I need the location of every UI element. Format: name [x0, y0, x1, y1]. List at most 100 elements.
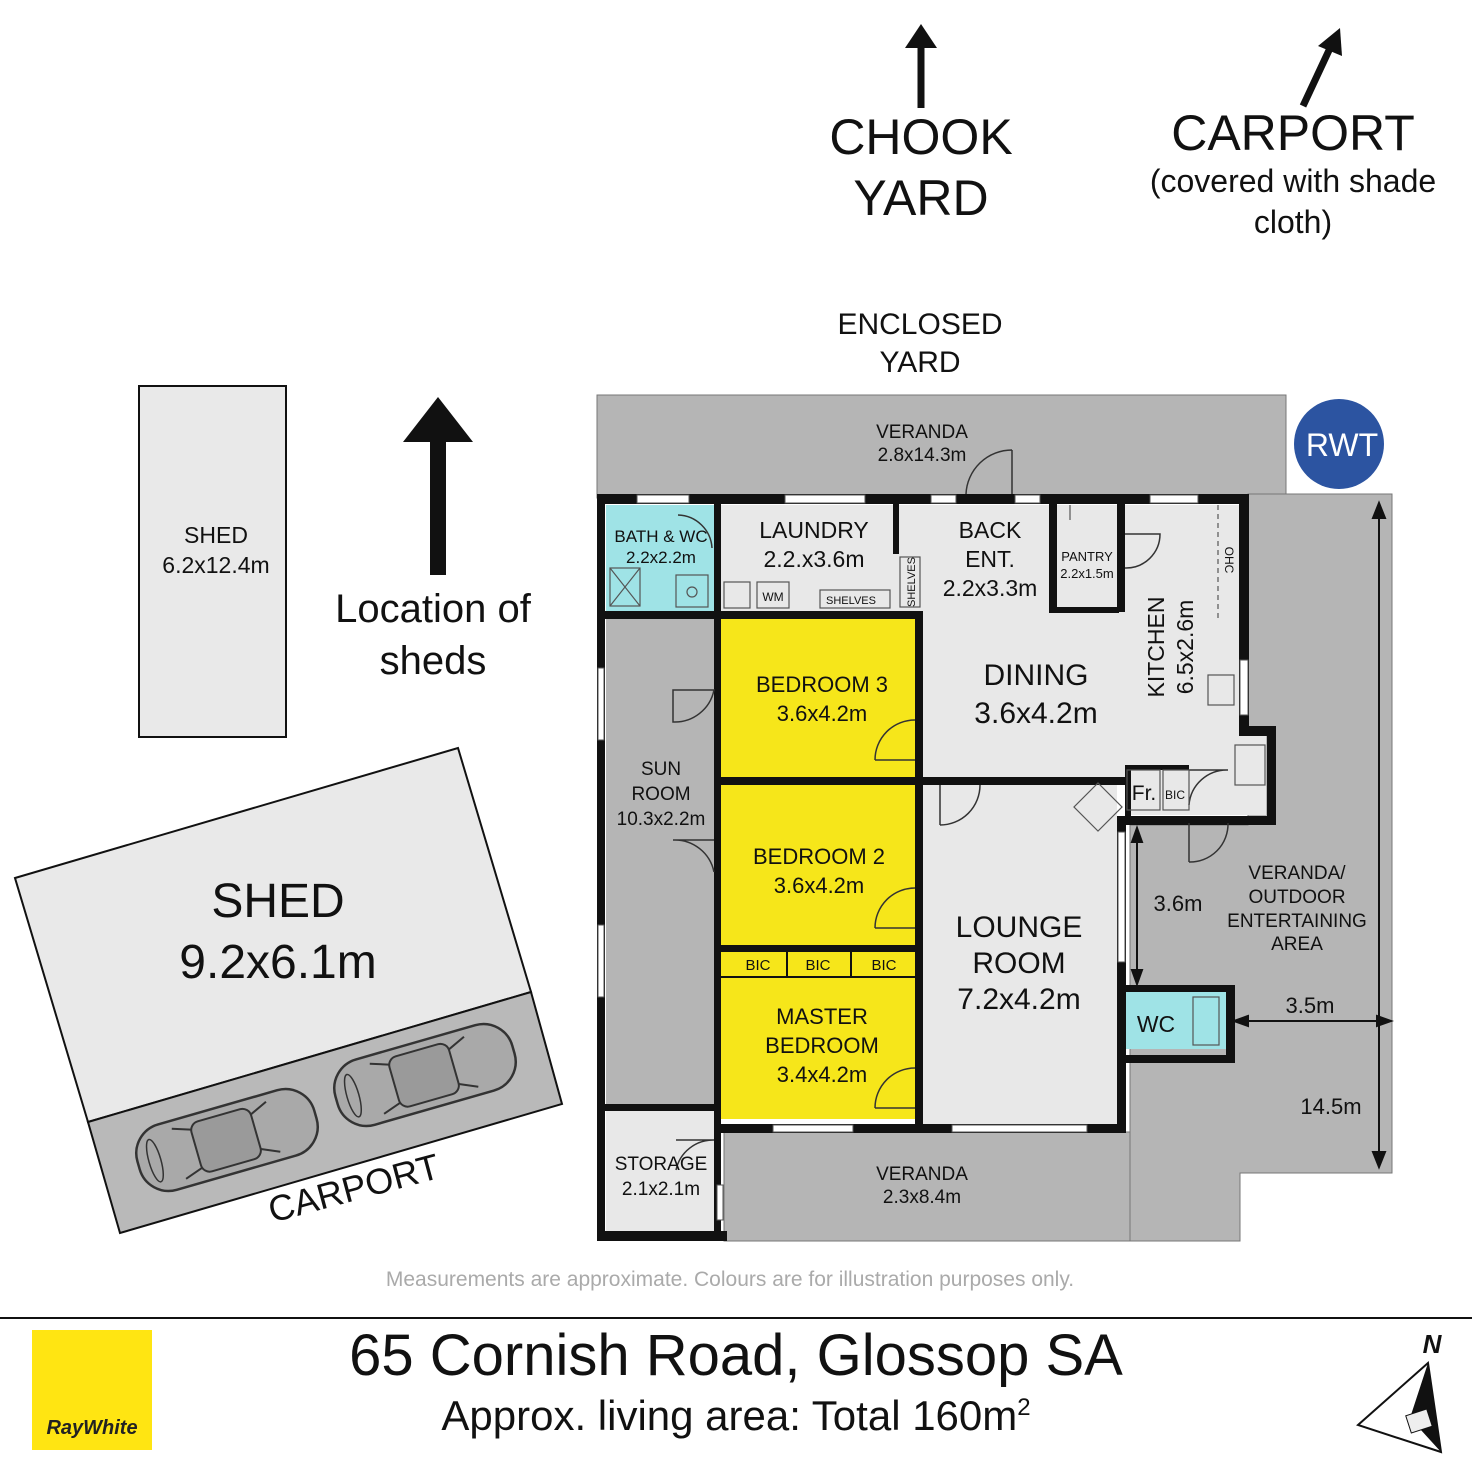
back-ent-name-2: ENT. [965, 546, 1015, 572]
bedroom-2-size: 3.6x4.2m [774, 873, 865, 898]
carport-top-label: CARPORT [1171, 105, 1415, 161]
car-1 [135, 1087, 319, 1193]
back-ent-size: 2.2x3.3m [943, 575, 1038, 601]
lounge-floor [923, 785, 1117, 1124]
carport-arrow [1299, 28, 1342, 108]
lounge-name-1: LOUNGE [956, 911, 1083, 944]
large-shed-name: SHED [211, 875, 344, 928]
kitchen-size: 6.5x2.6m [1172, 600, 1198, 695]
veranda-outdoor-line-1: VERANDA/ [1248, 863, 1346, 884]
enclosed-yard-label-2: YARD [879, 346, 960, 379]
living-area-text: Approx. living area: Total 160m [441, 1392, 1018, 1439]
fridge-label: Fr. [1132, 782, 1157, 805]
north-compass [1356, 1361, 1443, 1454]
veranda-bottom [723, 1131, 1131, 1242]
storage-floor [606, 1111, 716, 1231]
veranda-bottom-size: 2.3x8.4m [883, 1187, 961, 1208]
veranda-top [596, 394, 1287, 499]
bath-wc-name: BATH & WC [614, 527, 707, 546]
bedroom-3-name: BEDROOM 3 [756, 672, 888, 697]
shelves-label: SHELVES [826, 595, 876, 607]
wc-floor [1126, 992, 1226, 1049]
location-arrow [403, 397, 473, 575]
storage-name: STORAGE [615, 1154, 708, 1175]
rwt-tank [1294, 399, 1384, 489]
kitchen-name: KITCHEN [1143, 597, 1169, 698]
laundry-name: LAUNDRY [759, 517, 869, 543]
sun-room-floor [606, 619, 716, 1105]
veranda-outdoor-line-3: ENTERTAINING [1227, 911, 1367, 932]
veranda-outdoor-line-4: AREA [1271, 934, 1323, 955]
chook-yard-arrow [905, 24, 937, 108]
bic-label-1: BIC [745, 957, 770, 974]
master-bic-strip [721, 951, 917, 977]
veranda-outdoor-line-2: OUTDOOR [1248, 887, 1345, 908]
living-area-sup: 2 [1017, 1394, 1031, 1421]
master-size: 3.4x4.2m [777, 1062, 868, 1087]
enclosed-yard-label-1: ENCLOSED [837, 308, 1002, 341]
veranda-bottom-name: VERANDA [876, 1164, 968, 1185]
pantry-floor-top [1057, 505, 1119, 609]
shelves-vertical-label: SHELVES [906, 557, 918, 607]
sun-room-name-2: ROOM [631, 784, 690, 805]
chook-yard-label-2: YARD [853, 170, 988, 226]
walls [597, 494, 1276, 1241]
dim-36-label: 3.6m [1154, 891, 1203, 916]
dining-name: DINING [984, 659, 1089, 692]
car-2 [333, 1022, 517, 1128]
bic-dividers [721, 952, 915, 978]
bic-label-3: BIC [871, 957, 896, 974]
pantry-size: 2.2x1.5m [1060, 566, 1113, 581]
wc-name: WC [1137, 1011, 1175, 1037]
fixtures [609, 505, 1266, 1046]
sun-room-size: 10.3x2.2m [617, 809, 706, 830]
bedroom-3-floor [721, 619, 917, 777]
carport-top-note-2: cloth) [1254, 204, 1332, 240]
sun-room-name-1: SUN [641, 759, 681, 780]
veranda-top-size: 2.8x14.3m [878, 445, 967, 466]
lounge-size: 7.2x4.2m [957, 983, 1080, 1016]
bedroom-2-name: BEDROOM 2 [753, 844, 885, 869]
bedroom-3-size: 3.6x4.2m [777, 701, 868, 726]
chook-yard-label-1: CHOOK [829, 109, 1012, 165]
lounge-name-2: ROOM [972, 947, 1065, 980]
pantry-name: PANTRY [1061, 549, 1113, 564]
doors [672, 449, 1229, 1171]
dining-size: 3.6x4.2m [974, 697, 1097, 730]
bedroom-2-floor [721, 785, 917, 945]
bic-kitchen-label: BIC [1165, 788, 1185, 802]
rwt-label: RWT [1306, 427, 1378, 463]
bath-wc-size: 2.2x2.2m [626, 548, 696, 567]
dimension-lines [1130, 500, 1394, 1170]
kitchen-ext-floor [1126, 735, 1266, 815]
large-shed-group [13, 746, 564, 1235]
wm-label: WM [762, 590, 783, 604]
ohc-label: OHC [1222, 547, 1236, 574]
master-name-1: MASTER [776, 1004, 868, 1029]
north-label: N [1423, 1329, 1443, 1359]
raywhite-logo-text: RayWhite [46, 1417, 138, 1439]
laundry-size: 2.2.x3.6m [764, 546, 865, 572]
disclaimer: Measurements are approximate. Colours ar… [385, 1268, 1075, 1291]
small-shed [138, 385, 287, 738]
storage-size: 2.1x2.1m [622, 1179, 700, 1200]
large-shed-size: 9.2x6.1m [179, 936, 376, 989]
veranda-top-name: VERANDA [876, 422, 968, 443]
bic-label-2: BIC [805, 957, 830, 974]
bath-wc-floor [606, 505, 716, 613]
location-of-sheds-label-2: sheds [380, 639, 487, 683]
back-ent-name-1: BACK [959, 517, 1022, 543]
small-shed-name: SHED [184, 522, 248, 548]
windows [597, 494, 1249, 1221]
property-address: 65 Cornish Road, Glossop SA [349, 1323, 1123, 1388]
carport-top-note-1: (covered with shade [1150, 163, 1436, 199]
master-name-2: BEDROOM [765, 1033, 879, 1058]
living-area: Approx. living area: Total 160m2 [0, 1392, 1472, 1440]
master-bedroom-floor [721, 977, 917, 1119]
location-of-sheds-label-1: Location of [335, 587, 532, 631]
dim-35-label: 3.5m [1286, 993, 1335, 1018]
raywhite-logo: RayWhite [32, 1330, 152, 1450]
small-shed-size: 6.2x12.4m [162, 552, 269, 578]
dim-145-label: 14.5m [1300, 1094, 1361, 1119]
